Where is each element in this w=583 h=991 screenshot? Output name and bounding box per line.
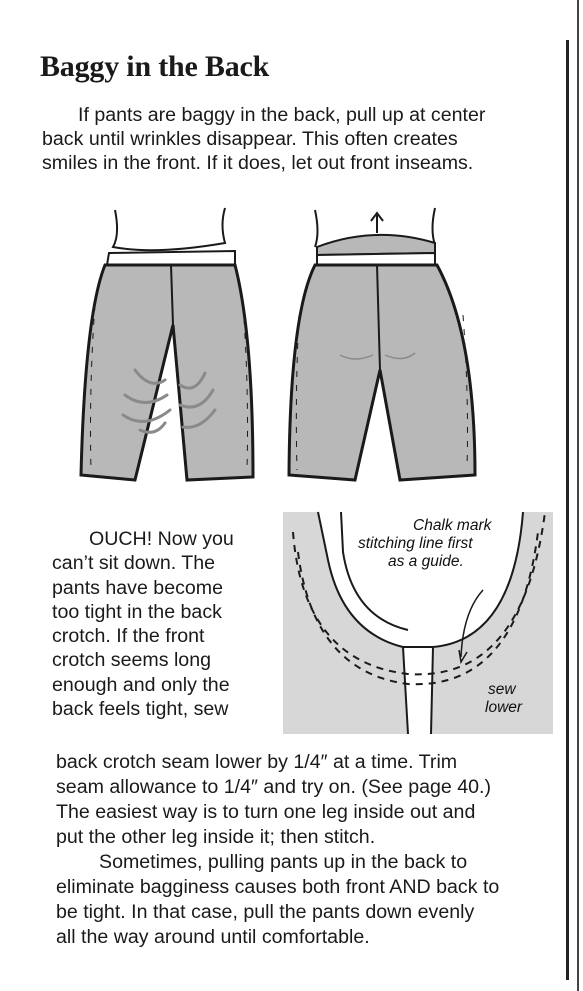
- closing-line: all the way around until comfortable.: [56, 926, 370, 948]
- page-edge: [577, 0, 579, 991]
- continuation-paragraph: back crotch seam lower by 1/4″ at a time…: [56, 750, 499, 950]
- ouch-line: too tight in the back: [52, 600, 222, 623]
- intro-line: If pants are baggy in the back, pull up …: [78, 104, 486, 126]
- tail-line: put the other leg inside it; then stitch…: [56, 826, 376, 848]
- tail-line: back crotch seam lower by 1/4″ at a time…: [56, 751, 458, 773]
- baggy-pants-illustration: [79, 207, 255, 482]
- ouch-line: crotch seems long: [52, 649, 211, 672]
- closing-line: be tight. In that case, pull the pants d…: [56, 901, 475, 923]
- ouch-paragraph: OUCH! Now you can’t sit down. The pants …: [52, 527, 234, 721]
- chalk-mark-label-line: Chalk mark: [413, 517, 493, 534]
- sew-lower-label-line: sew: [488, 681, 517, 698]
- ouch-line: can’t sit down. The: [52, 552, 216, 575]
- tail-line: seam allowance to 1/4″ and try on. (See …: [56, 776, 491, 798]
- chalk-mark-label-line: as a guide.: [388, 553, 464, 570]
- closing-line: eliminate bagginess causes both front AN…: [56, 876, 500, 898]
- intro-paragraph: If pants are baggy in the back, pull up …: [42, 103, 485, 175]
- page-divider: [566, 40, 569, 980]
- chalk-mark-label-line: stitching line first: [358, 535, 473, 552]
- tail-line: The easiest way is to turn one leg insid…: [56, 801, 476, 823]
- intro-line: smiles in the front. If it does, let out…: [42, 152, 474, 174]
- ouch-line: pants have become: [52, 576, 224, 599]
- closing-line: Sometimes, pulling pants up in the back …: [99, 851, 468, 873]
- ouch-line: OUCH! Now you: [89, 528, 234, 550]
- intro-line: back until wrinkles disappear. This ofte…: [42, 128, 458, 150]
- sew-lower-label-line: lower: [485, 699, 523, 716]
- ouch-line: crotch. If the front: [52, 625, 205, 648]
- ouch-line: back feels tight, sew: [52, 698, 229, 721]
- section-heading: Baggy in the Back: [40, 50, 270, 83]
- crotch-seam-detail: Chalk mark stitching line first as a gui…: [283, 511, 553, 735]
- adjusted-pants-illustration: [287, 207, 477, 482]
- ouch-line: enough and only the: [52, 673, 230, 696]
